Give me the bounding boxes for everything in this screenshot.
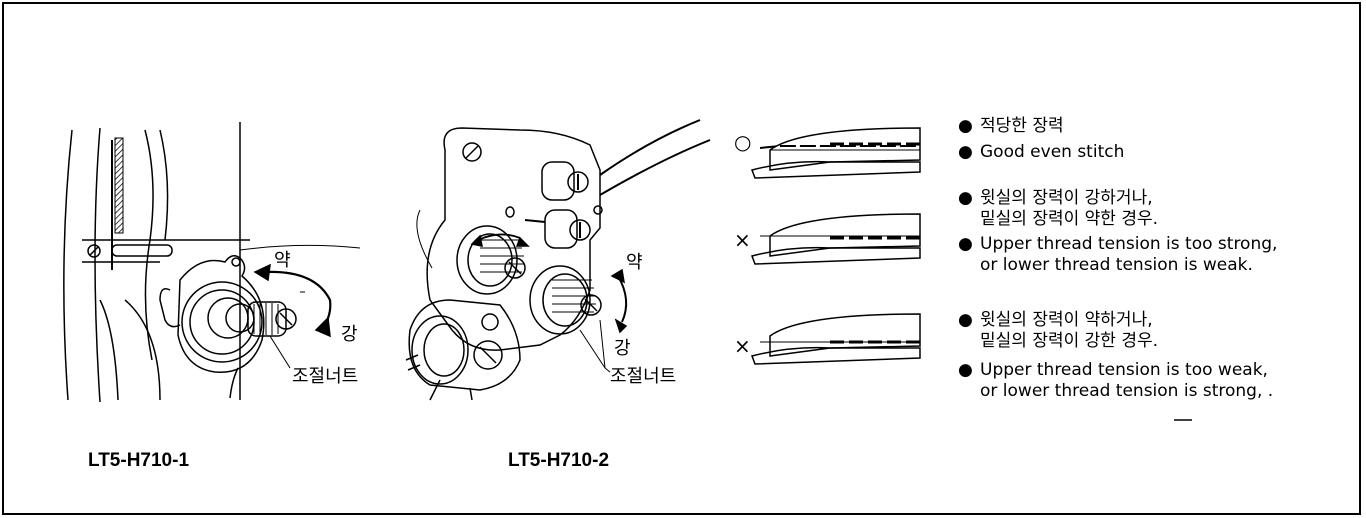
note-text: Upper thread tension is too weak, xyxy=(980,360,1268,380)
tight-lower-stitch-diagram xyxy=(751,313,921,365)
good-stitch-diagram xyxy=(751,127,921,179)
note-text-continued: 밑실의 장력이 강한 경우. xyxy=(980,331,1159,351)
note-text: 윗실의 장력이 약하거나, xyxy=(980,310,1153,330)
bad-mark-tight-upper: × xyxy=(734,228,751,252)
fig1-adjust-nut-label: 조절너트 xyxy=(292,366,359,387)
good-note-korean: ● 적당한 장력 xyxy=(958,116,1064,137)
tight-upper-note-korean: ● 윗실의 장력이 강하거나, 밑실의 장력이 약한 경우. xyxy=(958,188,1158,230)
bullet: ● xyxy=(958,234,973,254)
note-text-continued: or lower thread tension is weak. xyxy=(980,255,1253,275)
good-note-english: ● Good even stitch xyxy=(958,142,1124,163)
fig1-strong-label: 강 xyxy=(341,324,358,345)
bullet: ● xyxy=(958,360,973,380)
fig2-model-label: LT5-H710-2 xyxy=(508,450,610,471)
bad-mark-tight-lower: × xyxy=(734,334,751,358)
fig1-weak-label: 약 xyxy=(274,250,291,271)
note-text-continued: or lower thread tension is strong, . xyxy=(980,381,1274,401)
good-mark: ○ xyxy=(734,130,752,154)
fig2-adjust-nut-label: 조절너트 xyxy=(610,366,677,387)
tight-upper-stitch-diagram xyxy=(751,213,921,265)
tight-lower-note-korean: ● 윗실의 장력이 약하거나, 밑실의 장력이 강한 경우. xyxy=(958,310,1158,352)
tight-upper-note-english: ● Upper thread tension is too strong, or … xyxy=(958,234,1277,276)
note-text: Good even stitch xyxy=(980,142,1125,162)
note-text: 적당한 장력 xyxy=(980,116,1064,136)
bullet: ● xyxy=(958,116,973,136)
note-text: 윗실의 장력이 강하거나, xyxy=(980,188,1153,208)
note-text: Upper thread tension is too strong, xyxy=(980,234,1278,254)
bullet: ● xyxy=(958,188,973,208)
bullet: ● xyxy=(958,142,973,162)
arm-outline-left xyxy=(63,129,73,401)
tight-lower-note-english: ● Upper thread tension is too weak, or lo… xyxy=(958,360,1273,402)
fig2-weak-label: 약 xyxy=(626,252,643,273)
bullet: ● xyxy=(958,310,973,330)
fig2-strong-label: 강 xyxy=(614,338,631,359)
fig1-model-label: LT5-H710-1 xyxy=(88,450,190,471)
note-text-continued: 밑실의 장력이 약한 경우. xyxy=(980,209,1159,229)
